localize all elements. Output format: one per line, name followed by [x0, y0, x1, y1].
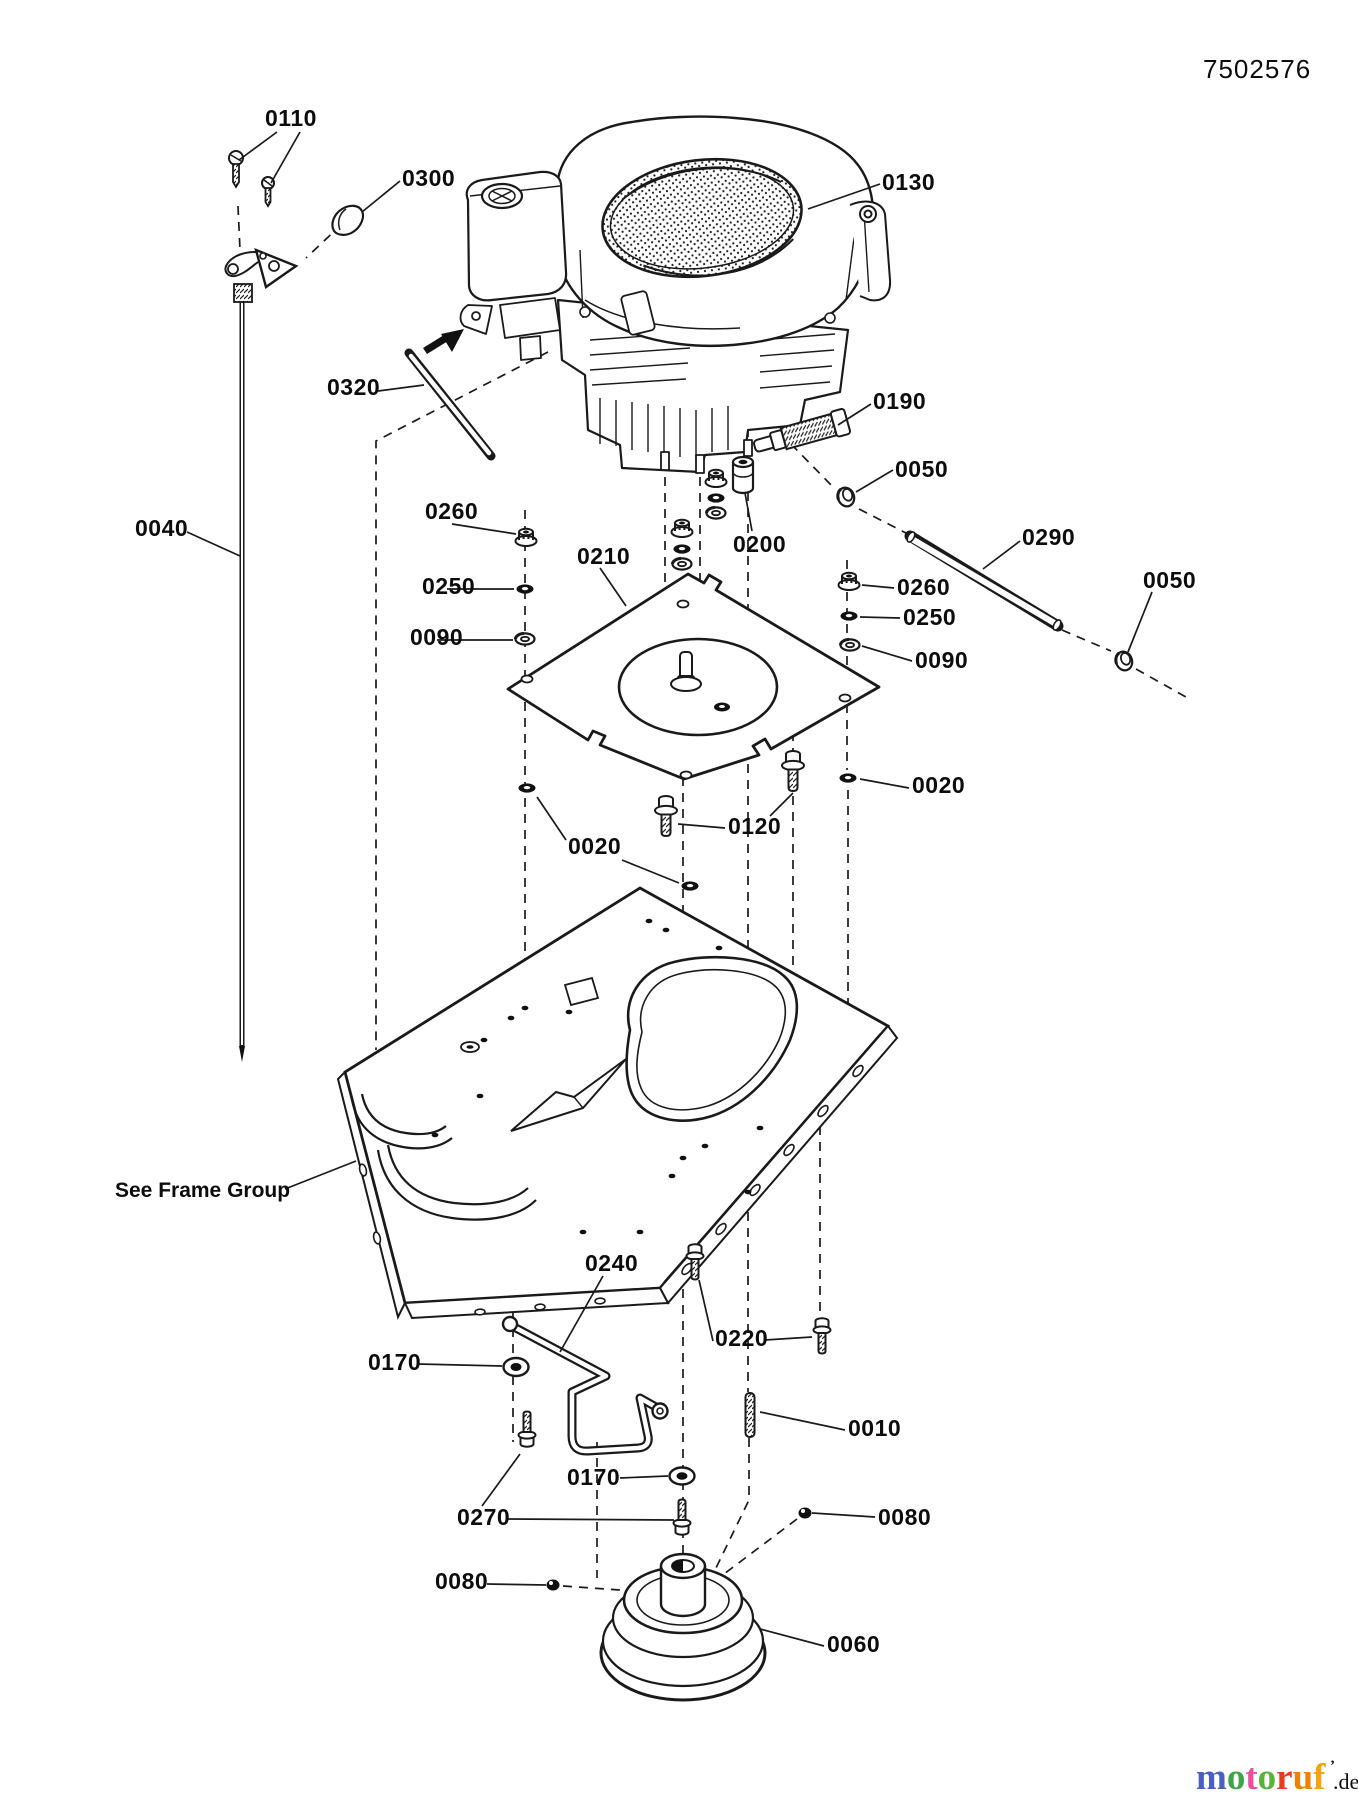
callout-0020-left: 0020: [568, 833, 621, 859]
bolt-0270-center: [672, 1498, 692, 1536]
callout-0050-a: 0050: [895, 456, 948, 482]
callout-0090-right: 0090: [915, 647, 968, 673]
callout-0010: 0010: [848, 1415, 901, 1441]
callout-0060: 0060: [827, 1631, 880, 1657]
callout-0200: 0200: [733, 531, 786, 557]
bushing-0050-b: [1111, 647, 1137, 675]
callout-0110: 0110: [265, 105, 317, 131]
fastener-stack-b: [670, 518, 694, 572]
logo-domain-suffix: .de: [1333, 1769, 1358, 1794]
callout-0220: 0220: [715, 1325, 768, 1351]
washer-0170-lower: [668, 1466, 696, 1486]
callout-0090-left: 0090: [410, 624, 463, 650]
callout-0130: 0130: [882, 169, 935, 195]
callout-0040: 0040: [135, 515, 188, 541]
callout-0270: 0270: [457, 1504, 510, 1530]
lift-bracket: [849, 200, 892, 302]
callout-0250-left: 0250: [422, 573, 475, 599]
pulley: [599, 1552, 767, 1702]
bushing-0050-a: [833, 483, 859, 511]
callout-labels: 0110 0300 0130 0320 0040 0190 0050 0200 …: [115, 105, 1196, 1657]
callout-0020-right: 0020: [912, 772, 965, 798]
callout-0170-upper: 0170: [368, 1349, 421, 1375]
motoruf-logo: motoruf: [1196, 1757, 1326, 1798]
bolt-0220-right: [812, 1317, 832, 1355]
bolt-0270-left: [517, 1410, 537, 1448]
plate-stud: [670, 651, 702, 692]
cap-0300: [331, 204, 365, 236]
callout-0210: 0210: [577, 543, 630, 569]
callout-0120: 0120: [728, 813, 781, 839]
screws-0110: [228, 150, 275, 208]
callout-0240: 0240: [585, 1250, 638, 1276]
callout-0050-b: 0050: [1143, 567, 1196, 593]
dipstick-tube: [224, 247, 299, 1062]
wire-bracket-0240: [501, 1315, 669, 1456]
frame-hook-slots: [350, 1093, 537, 1221]
callout-0320: 0320: [327, 374, 380, 400]
frame-wall-holes: [358, 1064, 864, 1316]
mounting-plate: [506, 572, 881, 781]
callout-0250-right: 0250: [903, 604, 956, 630]
carburetor: [459, 297, 561, 361]
callout-0170-lower: 0170: [567, 1464, 620, 1490]
bolt-0120-left: [654, 795, 678, 837]
callout-0260-right: 0260: [897, 574, 950, 600]
callout-0190: 0190: [873, 388, 926, 414]
fitting-0200: [731, 455, 755, 495]
bolt-0190: [753, 407, 851, 453]
see-frame-group-note: See Frame Group: [115, 1179, 290, 1202]
callout-0260-left: 0260: [425, 498, 478, 524]
fastener-stack-left: [513, 527, 538, 647]
rod-0320: [404, 348, 496, 461]
callout-0080-right: 0080: [878, 1504, 931, 1530]
washer-0170-upper: [502, 1356, 530, 1378]
stud-0010: [744, 1392, 756, 1438]
leader-lines: [186, 131, 1153, 1647]
nut-0080-left: [546, 1579, 560, 1591]
washers-0020: [518, 773, 857, 891]
logo-tick: ’: [1330, 1758, 1335, 1774]
bolt-0120-right: [781, 750, 805, 792]
fastener-stack-right: [837, 571, 861, 653]
direction-arrow-icon: [423, 329, 464, 354]
engine-drawing: [459, 115, 892, 474]
flywheel-screen: [601, 157, 803, 279]
callout-0300: 0300: [402, 165, 455, 191]
rod-0290: [904, 530, 1064, 632]
frame-holes: [431, 918, 764, 1235]
page-part-number: 7502576: [1203, 54, 1311, 84]
callout-0290: 0290: [1022, 524, 1075, 550]
callout-0080-left: 0080: [435, 1568, 488, 1594]
frame-deck: [336, 886, 899, 1320]
fastener-stack-a: [704, 468, 728, 521]
nut-0080-right: [798, 1507, 812, 1519]
watermark-logo: motoruf ’ .de: [1196, 1757, 1358, 1798]
